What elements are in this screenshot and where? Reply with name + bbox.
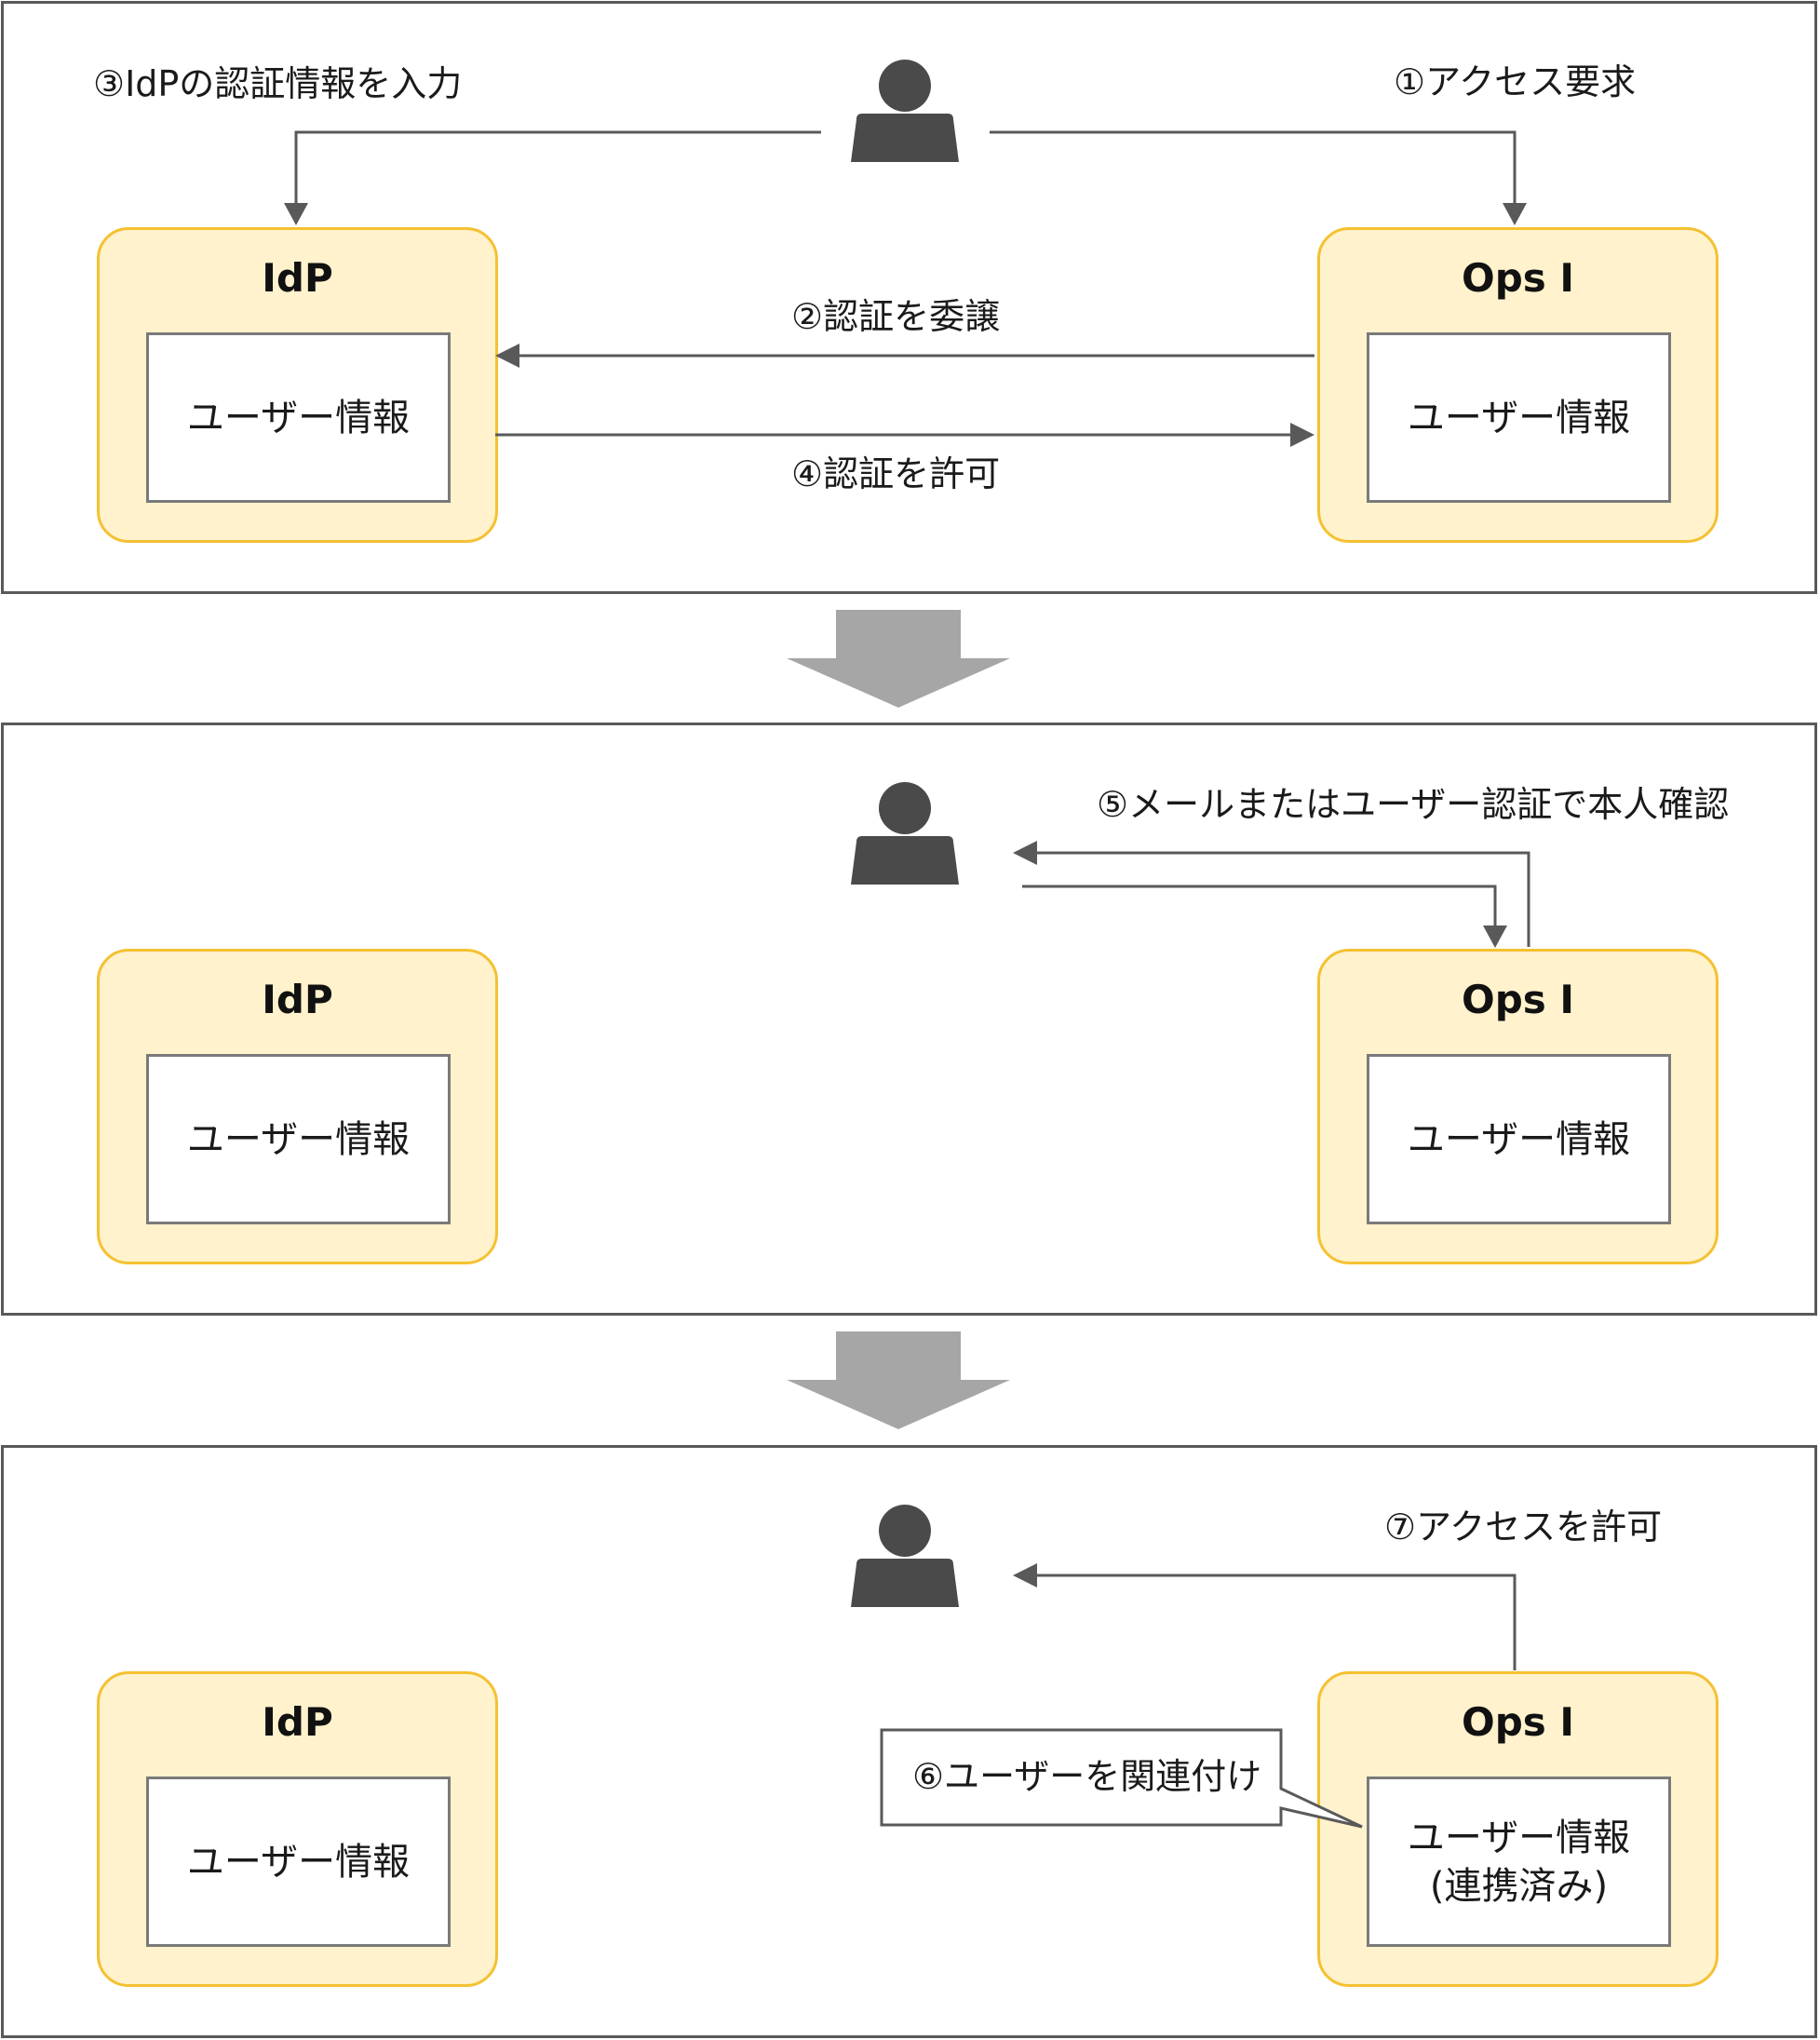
arrowhead xyxy=(1013,1563,1037,1587)
flow-step5-arrow-out xyxy=(1035,851,1530,947)
opsi-user-info-label: ユーザー情報 xyxy=(1407,1816,1631,1859)
idp-user-info-label: ユーザー情報 xyxy=(186,1840,411,1884)
idp-user-info-box: ユーザー情報 xyxy=(146,1777,451,1947)
opsi-user-info-label: ユーザー情報 xyxy=(1407,1117,1631,1161)
step7-label: ⑦アクセスを許可 xyxy=(1384,1506,1663,1547)
opsi-node: Ops I ユーザー情報 (連携済み) xyxy=(1317,1671,1719,1987)
idp-title: IdP xyxy=(262,977,333,1022)
opsi-title: Ops I xyxy=(1461,1699,1575,1745)
opsi-node: Ops I ユーザー情報 xyxy=(1317,949,1719,1264)
opsi-linked-status: (連携済み) xyxy=(1429,1864,1609,1908)
idp-node: IdP ユーザー情報 xyxy=(97,1671,498,1987)
idp-title: IdP xyxy=(262,255,333,301)
opsi-node: Ops I ユーザー情報 xyxy=(1317,227,1719,543)
step3-label: ③IdPの認証情報を入力 xyxy=(93,63,463,104)
arrowhead xyxy=(284,203,308,225)
idp-user-info-box: ユーザー情報 xyxy=(146,1054,451,1224)
idp-user-info-box: ユーザー情報 xyxy=(146,332,451,503)
person-icon xyxy=(851,782,959,885)
arrowhead xyxy=(1503,203,1527,225)
flow-step5-arrow-back xyxy=(1022,885,1497,929)
opsi-title: Ops I xyxy=(1461,255,1575,301)
arrowhead xyxy=(1483,925,1507,948)
person-icon xyxy=(851,1505,959,1607)
transition-down-arrow xyxy=(787,610,1010,708)
flow-step3-arrow xyxy=(294,130,821,207)
step1-label: ①アクセス要求 xyxy=(1394,61,1637,102)
idp-title: IdP xyxy=(262,1699,333,1745)
opsi-user-info-label: ユーザー情報 xyxy=(1407,396,1631,439)
step6-label: ⑥ユーザーを関連付け xyxy=(912,1756,1262,1797)
flow-step1-arrow xyxy=(990,130,1517,207)
step4-label: ④認証を許可 xyxy=(791,453,1001,494)
opsi-user-info-box: ユーザー情報 xyxy=(1367,1054,1671,1224)
callout-balloon xyxy=(880,1728,1363,1829)
transition-down-arrow xyxy=(787,1331,1010,1429)
idp-node: IdP ユーザー情報 xyxy=(97,227,498,543)
idp-user-info-label: ユーザー情報 xyxy=(186,396,411,439)
idp-user-info-label: ユーザー情報 xyxy=(186,1117,411,1161)
arrowhead xyxy=(495,344,519,368)
arrowhead xyxy=(1013,841,1037,865)
step5-label: ⑤メールまたはユーザー認証で本人確認 xyxy=(1097,784,1730,825)
idp-node: IdP ユーザー情報 xyxy=(97,949,498,1264)
step2-label: ②認証を委譲 xyxy=(791,296,1001,337)
person-icon xyxy=(851,60,959,162)
flow-step7-arrow xyxy=(1035,1574,1517,1670)
opsi-user-info-box: ユーザー情報 xyxy=(1367,332,1671,503)
opsi-user-info-box: ユーザー情報 (連携済み) xyxy=(1367,1777,1671,1947)
arrowhead xyxy=(1290,423,1314,447)
opsi-title: Ops I xyxy=(1461,977,1575,1022)
